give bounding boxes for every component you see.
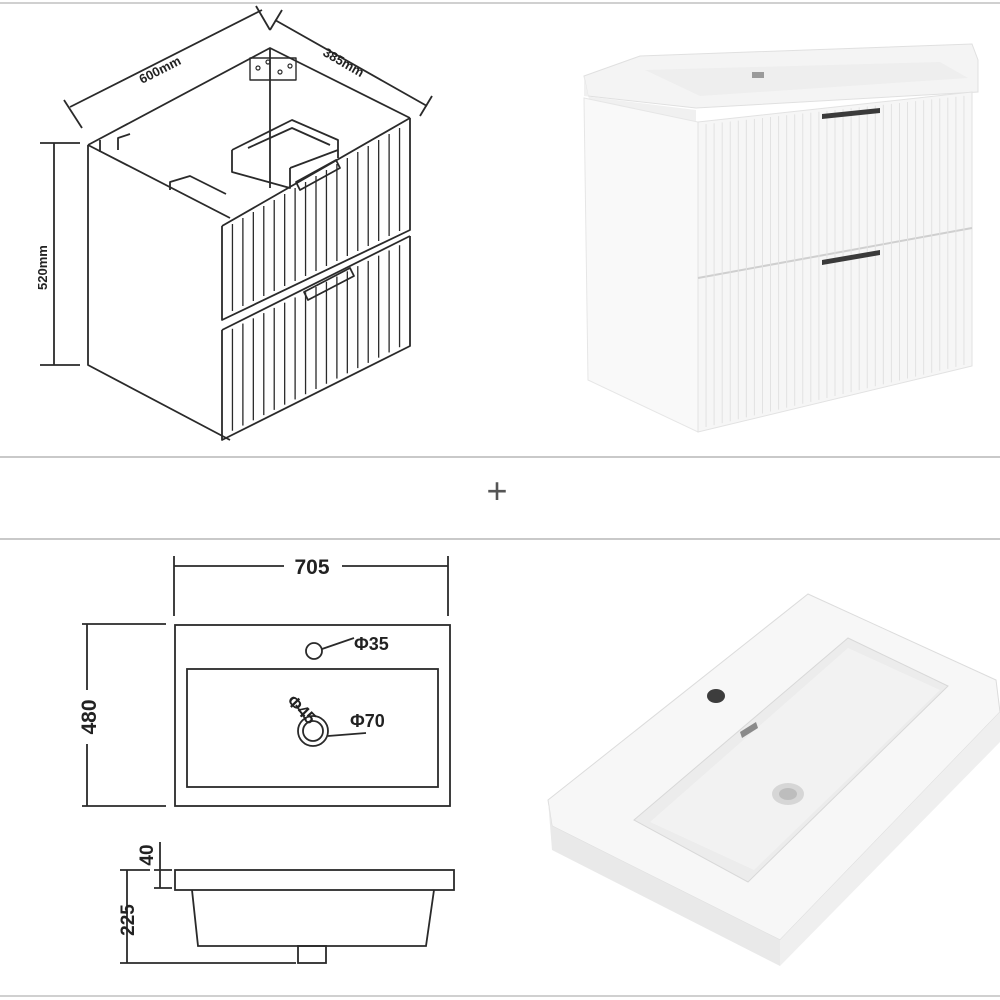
cabinet-depth-label: 385mm: [321, 45, 367, 80]
waste-inner-label: Φ45: [283, 691, 320, 728]
cabinet-render: [583, 43, 979, 433]
tap-hole-label: Φ35: [354, 634, 389, 654]
basin-render: [547, 593, 1000, 966]
basin-side-view: [120, 842, 455, 964]
cabinet-width-label: 600mm: [137, 53, 184, 87]
basin-depth-label: 480: [78, 699, 101, 734]
waste-outer-label: Φ70: [350, 711, 385, 731]
rim-thickness-label: 40: [137, 844, 158, 865]
plus-sign: +: [486, 470, 507, 511]
basin-top-view: [82, 556, 451, 807]
cabinet-drawing: [40, 5, 433, 441]
cabinet-height-label: 520mm: [35, 245, 50, 290]
basin-width-label: 705: [294, 556, 329, 579]
cabinet-flutes: [231, 128, 401, 431]
bowl-depth-label: 225: [118, 904, 139, 936]
